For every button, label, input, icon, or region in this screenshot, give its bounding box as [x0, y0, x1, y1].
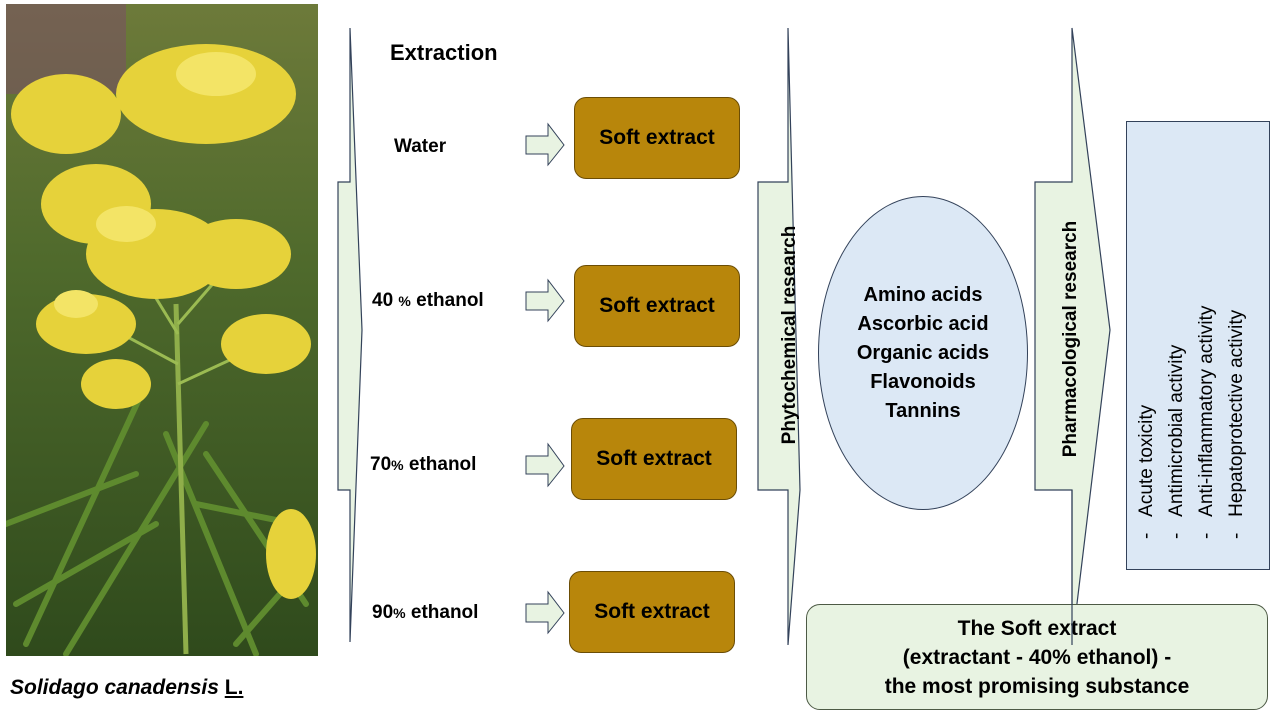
- activity-item: - Antimicrobial activity: [1166, 344, 1187, 539]
- soft-extract-box-40: Soft extract: [574, 265, 740, 347]
- species-caption: Solidago canadensis L.: [10, 676, 243, 700]
- conclusion-line: The Soft extract: [957, 616, 1117, 640]
- pharmacological-label: Pharmacological research: [1060, 220, 1081, 458]
- conclusion-box: The Soft extract (extractant - 40% ethan…: [806, 604, 1268, 710]
- extraction-arrow: [337, 27, 363, 643]
- small-arrow-1: [525, 122, 565, 167]
- plant-photo: [6, 4, 318, 656]
- extraction-title: Extraction: [390, 40, 498, 65]
- species-name: Solidago canadensis: [10, 676, 219, 699]
- phytochemical-label: Phytochemical research: [779, 225, 800, 445]
- soft-extract-box-90: Soft extract: [569, 571, 735, 653]
- compounds-ellipse: Amino acids Ascorbic acid Organic acids …: [818, 196, 1028, 510]
- small-arrow-2: [525, 278, 565, 323]
- soft-extract-box-water: Soft extract: [574, 97, 740, 179]
- compound-item: Ascorbic acid: [857, 312, 989, 335]
- solvent-label-40: 40 % ethanol: [372, 290, 484, 311]
- conclusion-line: (extractant - 40% ethanol) -: [902, 645, 1172, 669]
- soft-extract-box-70: Soft extract: [571, 418, 737, 500]
- small-arrow-3: [525, 442, 565, 488]
- species-author: L.: [224, 676, 244, 699]
- solvent-label-water: Water: [394, 136, 447, 157]
- compound-item: Amino acids: [863, 283, 983, 306]
- solvent-label-70: 70% ethanol: [370, 454, 477, 475]
- compound-item: Organic acids: [856, 341, 990, 364]
- activity-item: - Hepatoprotective activity: [1226, 309, 1247, 539]
- conclusion-line: the most promising substance: [884, 674, 1190, 698]
- activity-item: - Anti-inflammatory activity: [1196, 305, 1217, 539]
- compound-item: Tannins: [885, 399, 961, 422]
- phytochemical-arrow: [757, 27, 801, 646]
- pharmacological-arrow: [1034, 27, 1111, 646]
- activity-item: - Acute toxicity: [1136, 404, 1157, 539]
- compound-item: Flavonoids: [870, 370, 976, 393]
- small-arrow-4: [525, 590, 565, 635]
- activities-box: [1126, 121, 1270, 570]
- solvent-label-90: 90% ethanol: [372, 602, 479, 623]
- activities-list: - Acute toxicity - Antimicrobial activit…: [1126, 121, 1270, 570]
